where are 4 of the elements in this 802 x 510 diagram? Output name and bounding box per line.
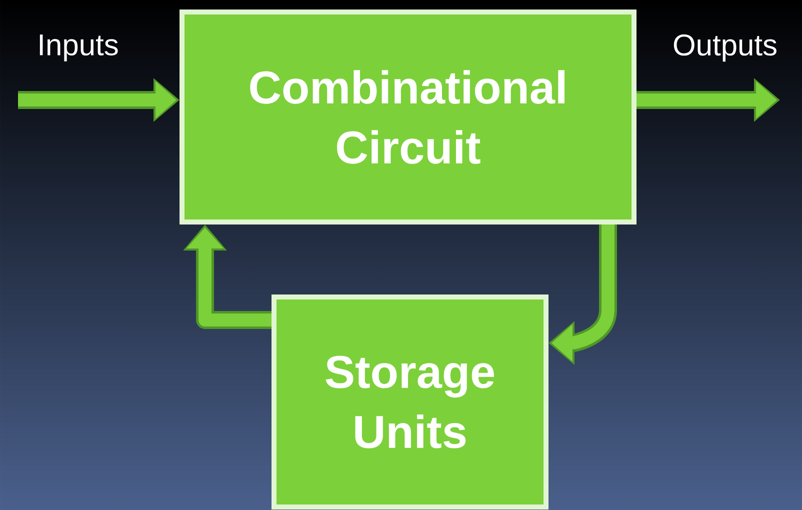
label: Outputs <box>674 34 776 62</box>
process-box: Storage Units <box>272 294 548 510</box>
label: Inputs <box>40 34 118 62</box>
process-box: Combinational Circuit <box>180 10 636 224</box>
